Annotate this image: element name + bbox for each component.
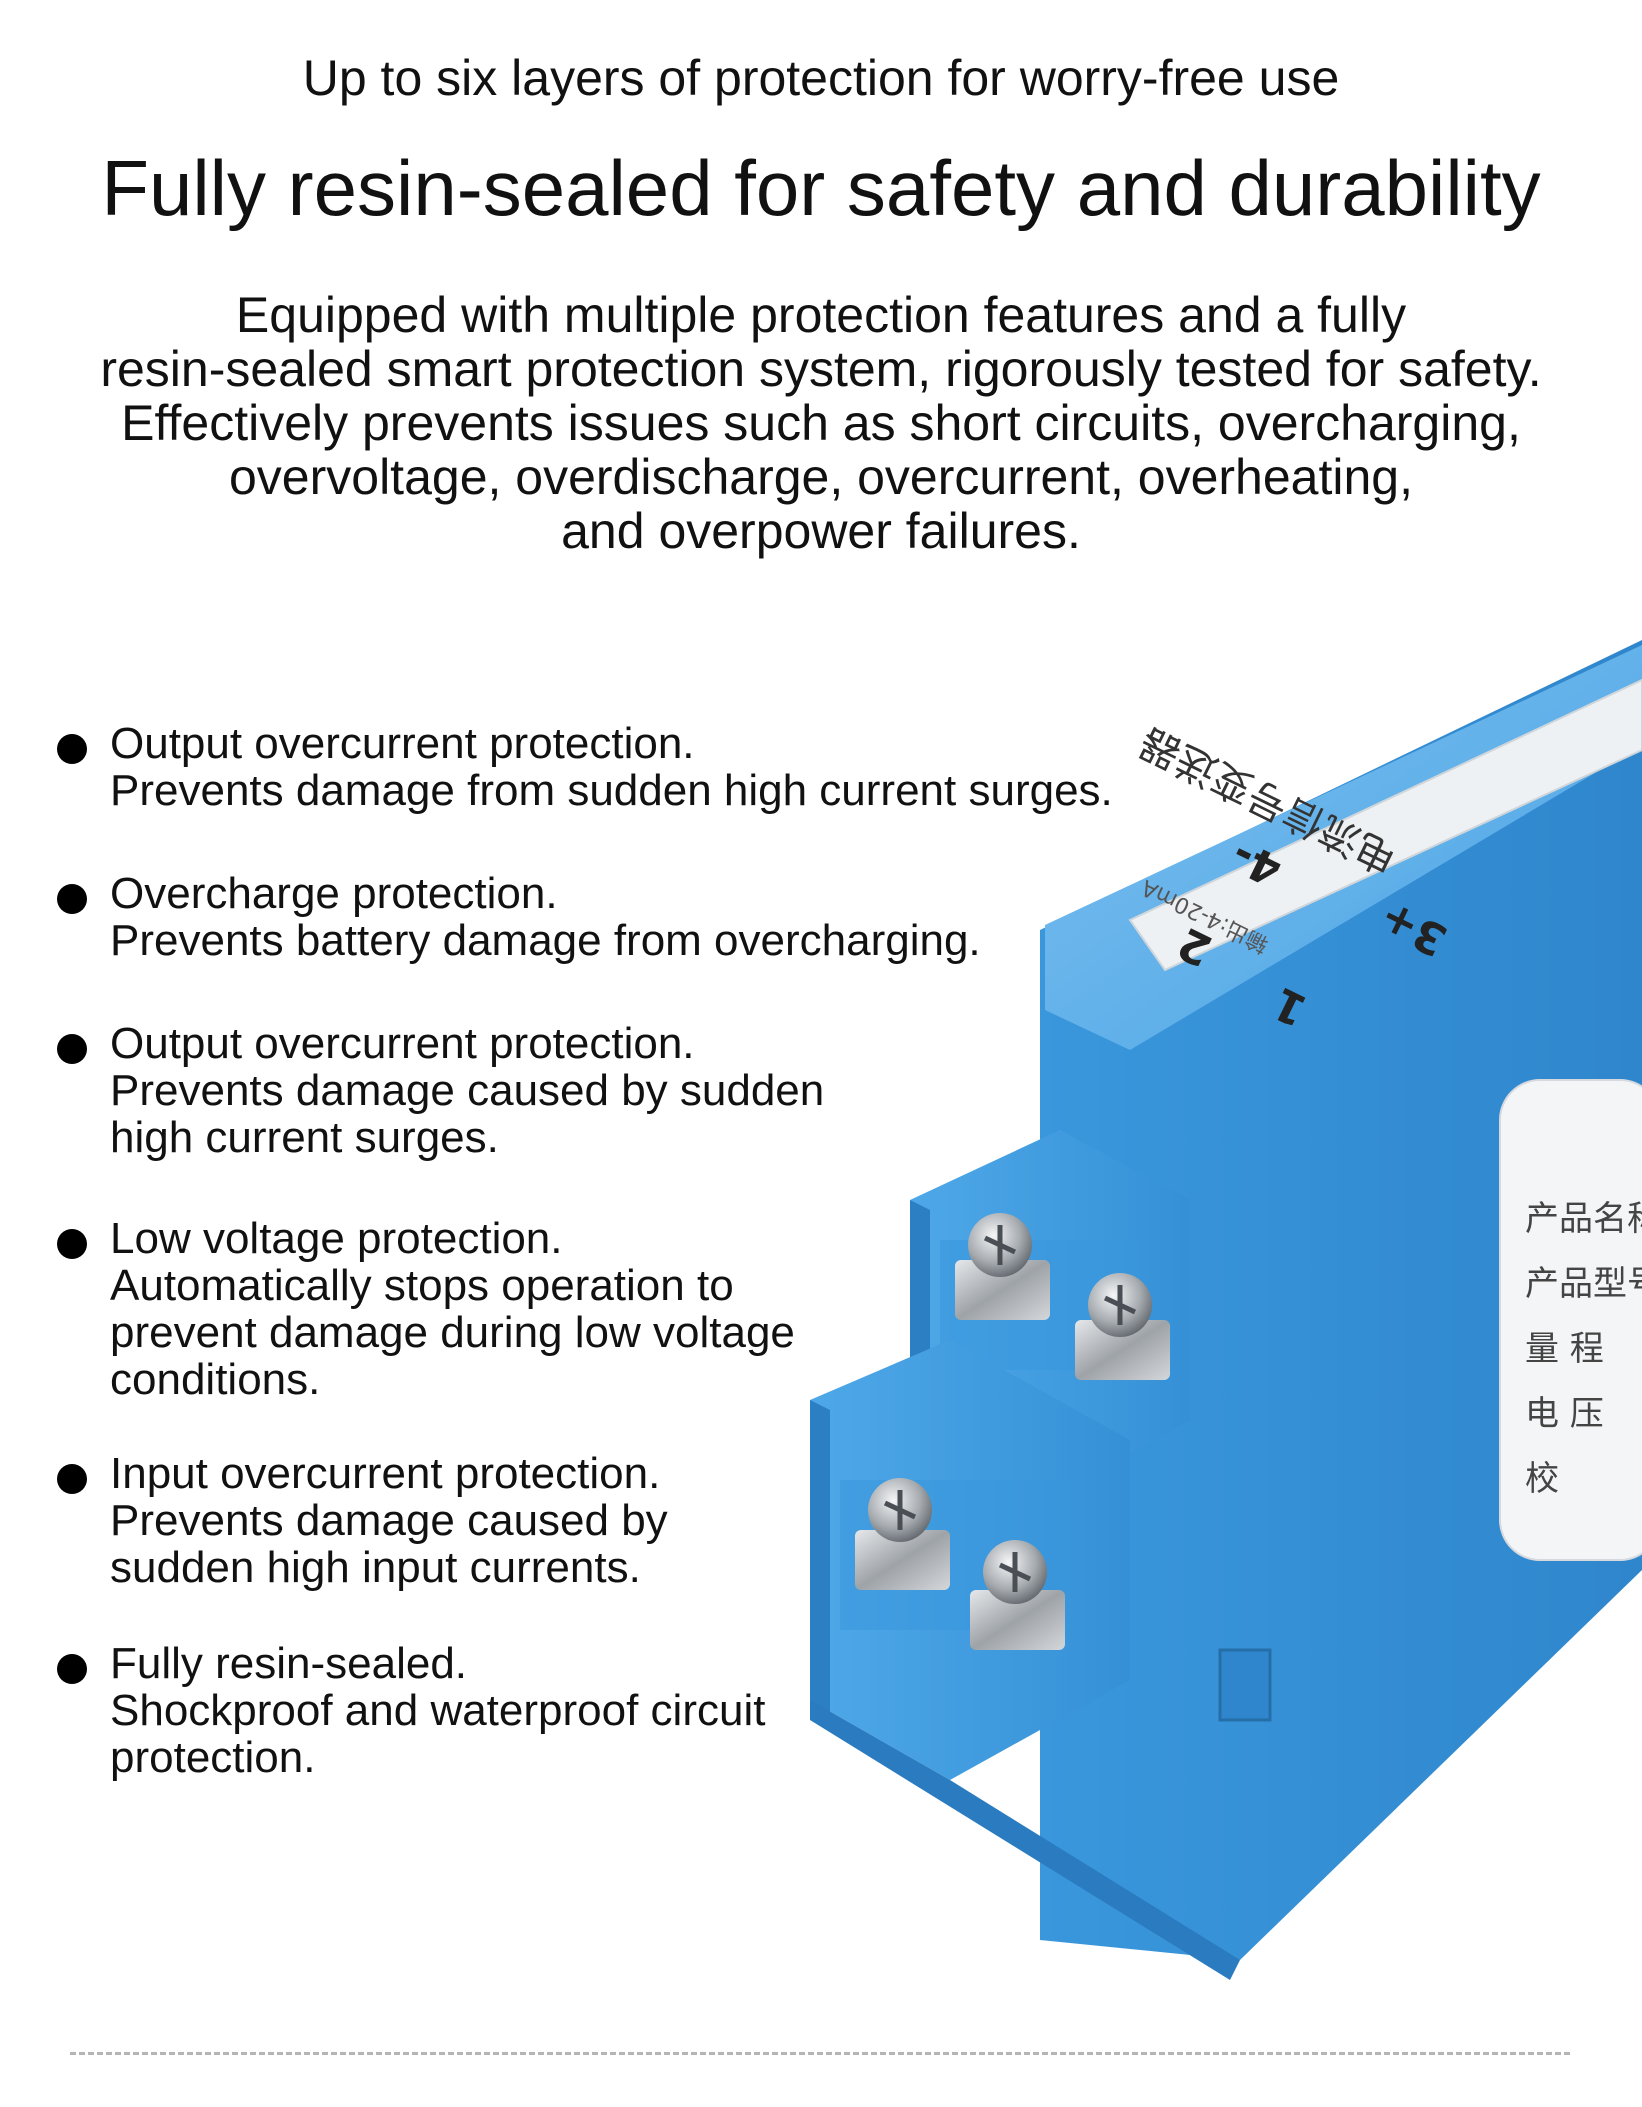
module-top-label: [1128, 678, 1642, 972]
page-title: Fully resin-sealed for safety and durabi…: [101, 144, 1541, 232]
feature-description: Prevents damage caused by sudden: [110, 1066, 825, 1115]
feature-description: high current surges.: [110, 1113, 499, 1162]
bullet-icon: [57, 1654, 87, 1684]
module-side-label-line: 产品名称: [1525, 1199, 1642, 1239]
product-image: 电流信号变送器 输出:4-20mA 1 2 3+ 4- 产品名称 产品型号 量 …: [810, 640, 1642, 1980]
feature-description: conditions.: [110, 1355, 321, 1404]
page-subtitle: Up to six layers of protection for worry…: [302, 50, 1340, 106]
feature-description: Shockproof and waterproof circuit: [110, 1686, 766, 1735]
bullet-icon: [57, 1464, 87, 1494]
screw-terminal: [955, 1213, 1050, 1320]
screw-terminal: [855, 1478, 950, 1590]
bullet-icon: [57, 1229, 87, 1259]
intro-line: and overpower failures.: [561, 503, 1081, 559]
bullet-icon: [57, 884, 87, 914]
feature-description: Prevents damage from sudden high current…: [110, 766, 1113, 815]
feature-title: Fully resin-sealed.: [110, 1639, 468, 1688]
module-side-label-line: 量 程: [1525, 1329, 1604, 1369]
terminal-block-lower-front: [810, 1400, 830, 1720]
feature-title: Output overcurrent protection.: [110, 1019, 695, 1068]
feature-title: Low voltage protection.: [110, 1214, 563, 1263]
module-side-label-line: 校: [1525, 1459, 1559, 1499]
intro-line: Equipped with multiple protection featur…: [235, 287, 1407, 343]
intro-line: overvoltage, overdischarge, overcurrent,…: [229, 449, 1413, 505]
intro-line: resin-sealed smart protection system, ri…: [100, 341, 1542, 397]
module-base: [810, 1700, 1240, 1980]
module-side-label-line: 产品型号: [1525, 1264, 1642, 1304]
feature-description: protection.: [110, 1733, 316, 1782]
feature-description: Automatically stops operation to: [110, 1261, 734, 1310]
bullet-icon: [57, 1034, 87, 1064]
intro-paragraph: Equipped with multiple protection featur…: [60, 288, 1582, 558]
module-side-label: [1499, 1079, 1642, 1561]
feature-description: prevent damage during low voltage: [110, 1308, 795, 1357]
intro-line: Effectively prevents issues such as shor…: [121, 395, 1521, 451]
feature-title: Output overcurrent protection.: [110, 719, 695, 768]
bottom-divider: [70, 2052, 1570, 2055]
feature-description: Prevents battery damage from overchargin…: [110, 916, 981, 965]
feature-description: sudden high input currents.: [110, 1543, 641, 1592]
module-side-label-line: 电 压: [1525, 1394, 1604, 1434]
feature-title: Input overcurrent protection.: [110, 1449, 661, 1498]
screw-terminal: [1075, 1273, 1170, 1380]
screw-terminal: [970, 1540, 1065, 1650]
bullet-icon: [57, 734, 87, 764]
din-rail-clip: [1218, 1648, 1272, 1722]
feature-title: Overcharge protection.: [110, 869, 558, 918]
feature-description: Prevents damage caused by: [110, 1496, 668, 1545]
